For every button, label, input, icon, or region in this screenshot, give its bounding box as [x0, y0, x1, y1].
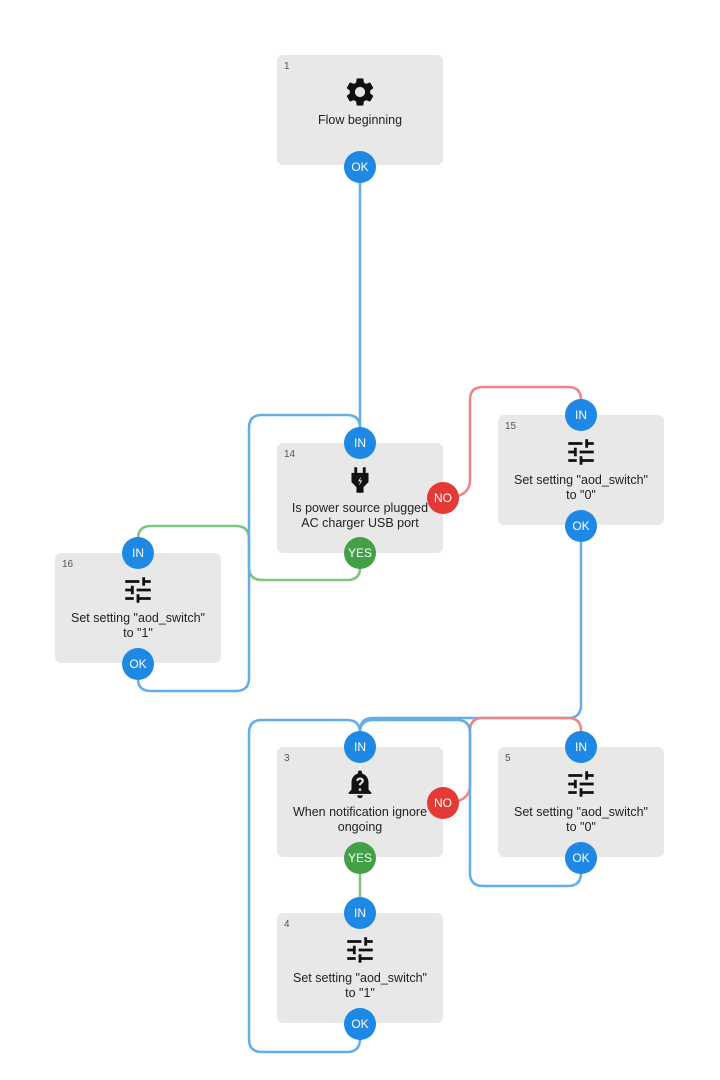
node-id: 14	[284, 449, 296, 460]
port-in-node-15[interactable]: IN	[565, 399, 597, 431]
port-yes-node-14[interactable]: YES	[344, 537, 376, 569]
node-id: 4	[284, 919, 290, 930]
node-label: Flow beginning	[317, 113, 403, 127]
node-flow-beginning[interactable]: 1 Flow beginning	[277, 55, 443, 165]
node-set-aod-0-top[interactable]: 15 Set setting "aod_switch" to "0"	[498, 415, 664, 525]
node-id: 1	[284, 61, 290, 72]
port-ok-node-4[interactable]: OK	[344, 1008, 376, 1040]
node-power-source-check[interactable]: 14 Is power source plugged AC charger US…	[277, 443, 443, 553]
port-in-node-4[interactable]: IN	[344, 897, 376, 929]
node-set-aod-1-bottom[interactable]: 4 Set setting "aod_switch" to "1"	[277, 913, 443, 1023]
port-ok-node-1[interactable]: OK	[344, 151, 376, 183]
port-ok-node-5[interactable]: OK	[565, 842, 597, 874]
port-no-node-14[interactable]: NO	[427, 482, 459, 514]
port-ok-node-16[interactable]: OK	[122, 648, 154, 680]
port-no-node-3[interactable]: NO	[427, 787, 459, 819]
edge-15-ok-to-3-in	[358, 524, 583, 749]
gear-icon	[346, 78, 374, 106]
node-label: When notification ignore ongoing	[292, 805, 428, 834]
sliders-icon	[347, 937, 373, 963]
node-notification-ignore[interactable]: 3 When notification ignore ongoing	[277, 747, 443, 857]
port-yes-node-3[interactable]: YES	[344, 842, 376, 874]
edge-14-no-to-15-in	[441, 385, 583, 500]
node-label: Set setting "aod_switch" to "1"	[71, 611, 205, 640]
plug-icon	[351, 467, 369, 493]
node-label: Set setting "aod_switch" to "1"	[293, 971, 427, 1000]
node-set-aod-1-left[interactable]: 16 Set setting "aod_switch" to "1"	[55, 553, 221, 663]
edge-4-ok-to-3-in	[247, 718, 362, 1054]
sliders-icon	[568, 439, 594, 465]
port-in-node-16[interactable]: IN	[122, 537, 154, 569]
node-id: 5	[505, 753, 511, 764]
node-label: Set setting "aod_switch" to "0"	[514, 473, 648, 502]
bell-question-icon	[348, 770, 372, 799]
port-in-node-5[interactable]: IN	[565, 731, 597, 763]
edge-3-no-to-5-in	[441, 716, 583, 805]
edge-5-ok-to-3-in	[358, 718, 583, 888]
node-set-aod-0-bottom[interactable]: 5 Set setting "aod_switch" to "0"	[498, 747, 664, 857]
sliders-icon	[125, 577, 151, 603]
node-id: 3	[284, 753, 290, 764]
node-id: 16	[62, 559, 74, 570]
node-label: Set setting "aod_switch" to "0"	[514, 805, 648, 834]
sliders-icon	[568, 771, 594, 797]
node-id: 15	[505, 421, 517, 432]
port-ok-node-15[interactable]: OK	[565, 510, 597, 542]
port-in-node-14[interactable]: IN	[344, 427, 376, 459]
node-label: Is power source plugged AC charger USB p…	[291, 501, 429, 530]
port-in-node-3[interactable]: IN	[344, 731, 376, 763]
edge-16-ok-to-14-in	[136, 413, 362, 693]
